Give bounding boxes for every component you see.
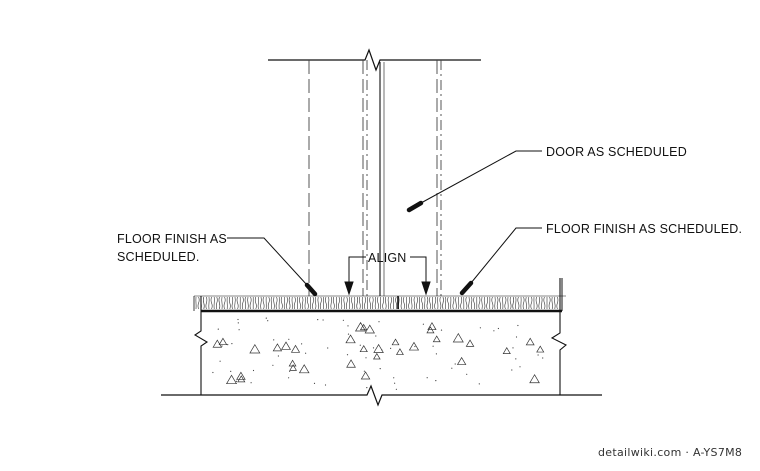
leader-floor-finish-right	[459, 227, 542, 296]
label-floor-finish-left-line2: SCHEDULED.	[117, 250, 200, 264]
floor-finish-hatch	[195, 296, 561, 310]
watermark-text: detailwiki.com · A-YS7M8	[598, 446, 742, 459]
label-floor-finish-right: FLOOR FINISH AS SCHEDULED.	[546, 222, 742, 236]
slab-right-break	[550, 278, 567, 395]
label-align: ALIGN	[368, 251, 407, 265]
align-arrows	[344, 256, 431, 296]
slab-left-break	[193, 296, 209, 395]
head-break-line	[268, 48, 481, 72]
leader-door	[406, 150, 542, 213]
concrete-hatch	[212, 317, 545, 390]
label-floor-finish-left-line1: FLOOR FINISH AS	[117, 232, 227, 246]
leader-floor-finish-left	[227, 237, 318, 297]
door-leaf	[379, 62, 385, 296]
slab-bottom-break-line	[161, 384, 602, 407]
label-door-as-scheduled: DOOR AS SCHEDULED	[546, 145, 687, 159]
